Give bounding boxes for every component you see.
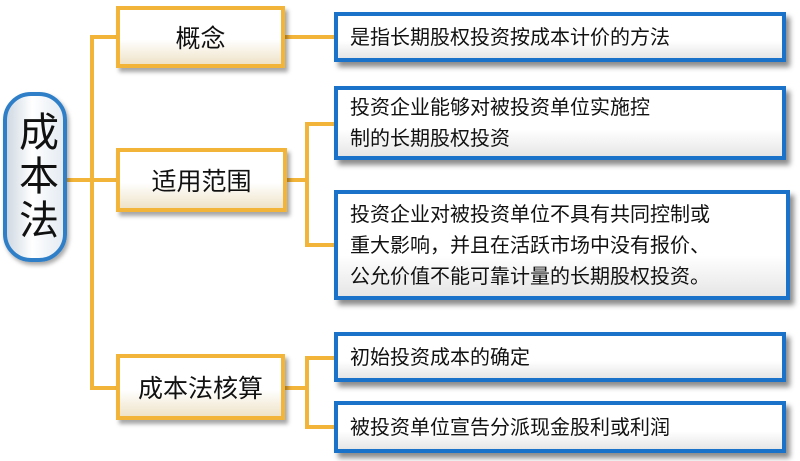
leaf-text: 被投资单位宣告分派现金股利或利润 bbox=[350, 414, 670, 439]
category-concept: 概念 bbox=[116, 6, 285, 68]
leaf-text: 投资企业对被投资单位不具有共同控制或 重大影响，并且在活跃市场中没有报价、 公允… bbox=[350, 201, 710, 288]
category-accounting: 成本法核算 bbox=[116, 354, 285, 420]
leaf-dividend: 被投资单位宣告分派现金股利或利润 bbox=[334, 401, 786, 453]
category-label: 适用范围 bbox=[151, 167, 252, 196]
leaf-text: 投资企业能够对被投资单位实施控 制的长期股权投资 bbox=[350, 95, 650, 150]
root-label: 成本法 bbox=[12, 111, 58, 243]
leaf-text: 是指长期股权投资按成本计价的方法 bbox=[350, 24, 670, 49]
category-scope: 适用范围 bbox=[116, 148, 287, 212]
root-node: 成本法 bbox=[3, 92, 67, 262]
leaf-scope-control: 投资企业能够对被投资单位实施控 制的长期股权投资 bbox=[334, 86, 786, 160]
leaf-scope-no-influence: 投资企业对被投资单位不具有共同控制或 重大影响，并且在活跃市场中没有报价、 公允… bbox=[334, 190, 790, 300]
leaf-concept-definition: 是指长期股权投资按成本计价的方法 bbox=[334, 12, 786, 62]
category-label: 概念 bbox=[175, 24, 226, 53]
leaf-initial-cost: 初始投资成本的确定 bbox=[334, 332, 786, 382]
leaf-text: 初始投资成本的确定 bbox=[350, 344, 530, 369]
category-label: 成本法核算 bbox=[137, 374, 263, 403]
